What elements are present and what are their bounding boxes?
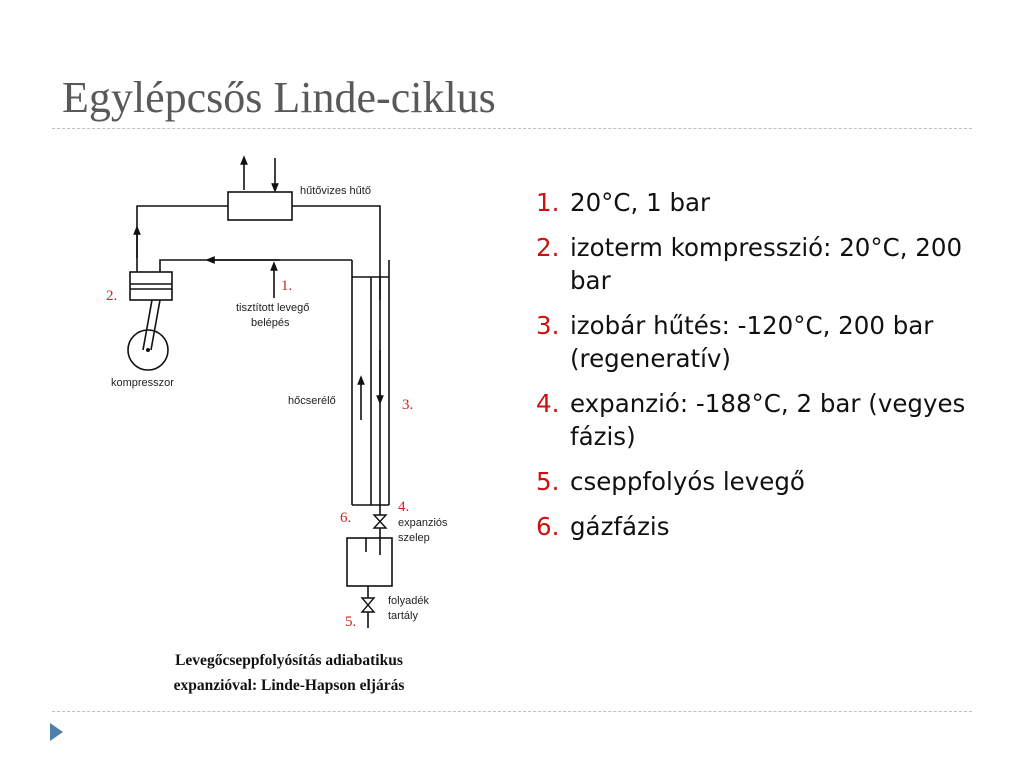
pipe-lines [127,155,393,628]
list-item: 4. expanzió: -188°C, 2 bar (vegyes fázis) [536,387,976,453]
step-text: expanzió: -188°C, 2 bar (vegyes fázis) [570,389,966,451]
linde-cycle-diagram: hűtővizes hűtő tisztított levegő belépés… [106,155,448,694]
label-heat-exchanger: hőcserélő [288,395,336,407]
footer-divider [52,711,972,712]
marker-2: 2. [106,288,117,304]
list-item: 5. cseppfolyós levegő [536,465,976,498]
step-text: 20°C, 1 bar [570,188,711,217]
label-inlet-2: belépés [251,317,290,329]
step-number: 3. [536,311,560,340]
step-text: gázfázis [570,512,670,541]
caption-line-2: expanzióval: Linde-Hapson eljárás [174,677,405,694]
label-tank-2: tartály [388,610,418,622]
steps-list: 1. 20°C, 1 bar 2. izoterm kompresszió: 20°… [536,186,976,555]
step-number: 2. [536,233,560,262]
step-text: izobár hűtés: -120°C, 200 bar (regenerat… [570,311,934,373]
step-number: 5. [536,467,560,496]
marker-4: 4. [398,499,409,515]
play-triangle-icon [50,723,63,741]
marker-3: 3. [402,397,413,413]
marker-1: 1. [281,278,292,294]
label-inlet-1: tisztított levegő [236,302,309,314]
label-cooler: hűtővizes hűtő [300,185,371,197]
list-item: 2. izoterm kompresszió: 20°C, 200 bar [536,231,976,297]
label-tank-1: folyadék [388,595,429,607]
expansion-valve-icon [372,514,388,529]
step-text: cseppfolyós levegő [570,467,805,496]
step-number: 1. [536,188,560,217]
marker-5: 5. [345,614,356,630]
step-number: 6. [536,512,560,541]
caption-line-1: Levegőcseppfolyósítás adiabatikus [175,652,403,669]
cooler-box [227,191,293,221]
list-item: 3. izobár hűtés: -120°C, 200 bar (regener… [536,309,976,375]
step-number: 4. [536,389,560,418]
label-compressor: kompresszor [111,377,174,389]
marker-6: 6. [340,510,351,526]
drain-valve-icon [360,597,376,613]
slide-title: Egylépcsős Linde-ciklus [62,73,496,122]
step-text: izoterm kompresszió: 20°C, 200 bar [570,233,963,295]
title-divider [52,128,972,129]
label-valve-1: expanziós [398,517,448,529]
compressor-pivot [146,348,150,352]
list-item: 1. 20°C, 1 bar [536,186,976,219]
list-item: 6. gázfázis [536,510,976,543]
label-valve-2: szelep [398,532,430,544]
